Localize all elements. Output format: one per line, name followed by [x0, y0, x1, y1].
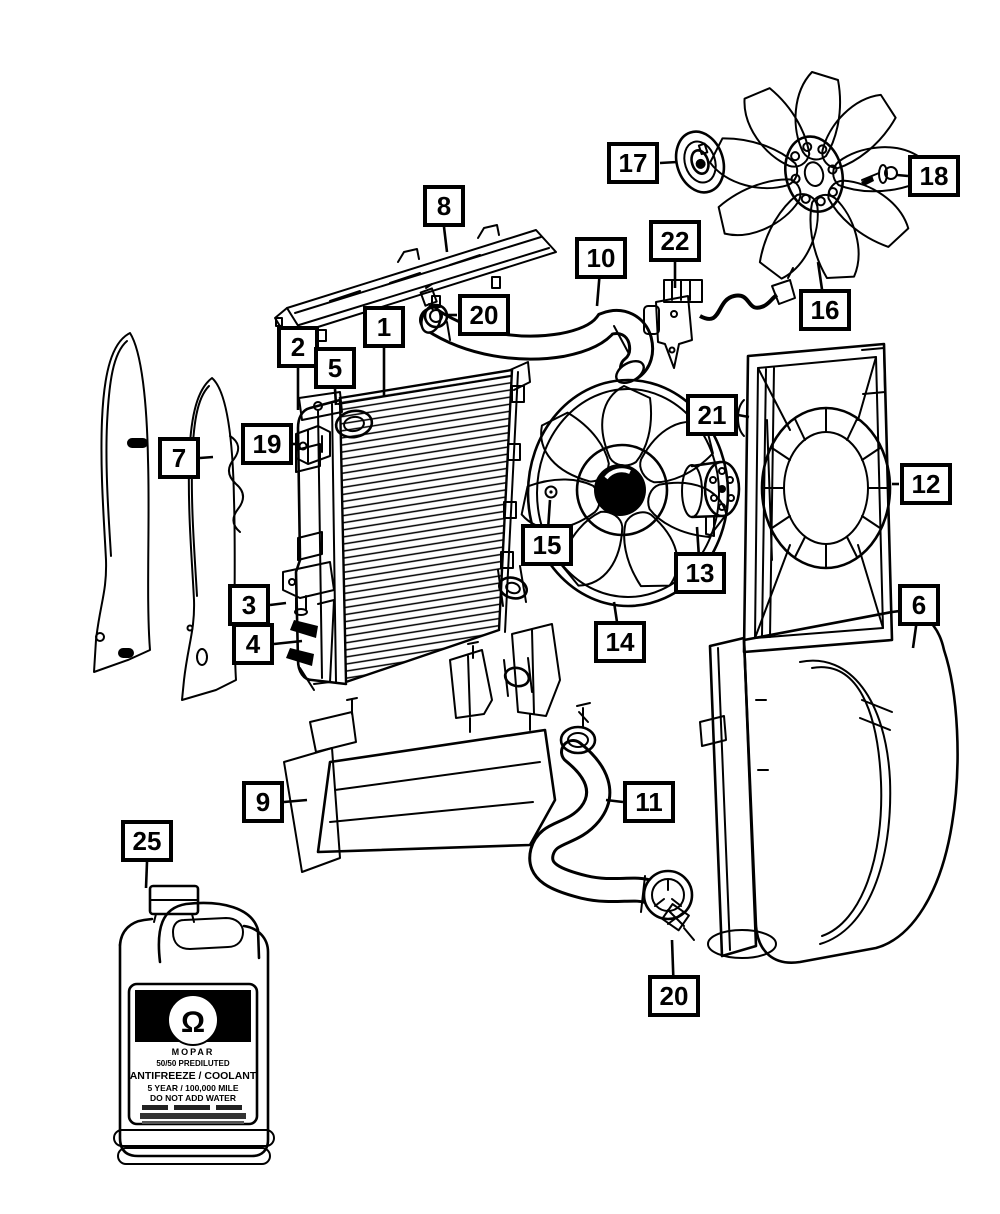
fan-motor — [681, 460, 741, 537]
jug-label: Ω MOPAR 50/50 PREDILUTED ANTIFREEZE / CO… — [127, 982, 259, 1126]
air-seals — [93, 332, 244, 701]
radiator — [294, 361, 533, 697]
callout-1-label: 1 — [376, 312, 392, 342]
callout-22-wiring[interactable]: 22 — [649, 220, 701, 262]
callout-11-lower-hose[interactable]: 11 — [623, 781, 675, 823]
wiring-sensor — [643, 267, 796, 369]
grommet — [544, 485, 558, 499]
callout-13-fan-motor[interactable]: 13 — [674, 552, 726, 594]
callout-21-label: 21 — [697, 400, 727, 430]
jug-line2: ANTIFREEZE / COOLANT — [130, 1070, 257, 1082]
callout-14-electric-fan[interactable]: 14 — [594, 621, 646, 663]
callout-20a-label: 20 — [469, 300, 499, 330]
callout-3-label: 3 — [241, 590, 257, 620]
jug-line1: 50/50 PREDILUTED — [156, 1059, 230, 1068]
callout-11-label: 11 — [635, 787, 663, 817]
callout-21-shroud-tab[interactable]: 21 — [686, 394, 738, 436]
callout-7-air-seal[interactable]: 7 — [158, 437, 200, 479]
callout-7-label: 7 — [171, 443, 187, 473]
radiator-side-bracket — [295, 425, 331, 465]
fan-pulley — [674, 130, 726, 194]
callout-4-label: 4 — [245, 629, 261, 659]
callout-10-upper-hose[interactable]: 10 — [575, 237, 627, 279]
mount-bracket-lower — [286, 599, 335, 691]
callout-1-radiator[interactable]: 1 — [363, 306, 405, 348]
mopar-logo-icon: Ω — [181, 1006, 205, 1039]
callout-25-label: 25 — [132, 826, 162, 856]
air-duct — [283, 623, 561, 873]
radiator-core — [338, 368, 514, 684]
callout-2-label: 2 — [290, 332, 306, 362]
jug-line4: DO NOT ADD WATER — [150, 1093, 236, 1103]
callout-17-fan-pulley[interactable]: 17 — [607, 142, 659, 184]
callout-14-label: 14 — [605, 627, 635, 657]
callout-4-bracket[interactable]: 4 — [232, 623, 274, 665]
callout-15-label: 15 — [532, 530, 562, 560]
jug-brand: MOPAR — [172, 1047, 215, 1057]
coolant-jug: Ω MOPAR 50/50 PREDILUTED ANTIFREEZE / CO… — [113, 884, 275, 1165]
electric-fan — [514, 378, 733, 608]
callout-5-seal[interactable]: 5 — [314, 347, 356, 389]
callout-13-label: 13 — [685, 558, 715, 588]
callout-20-clamp-lower[interactable]: 20 — [648, 975, 700, 1017]
callout-6-shroud[interactable]: 6 — [898, 584, 940, 626]
fan-blade — [706, 71, 925, 288]
callout-6-label: 6 — [911, 590, 927, 620]
mount-bracket-upper — [282, 561, 335, 616]
callout-5-label: 5 — [327, 353, 343, 383]
fan-screw — [861, 164, 898, 186]
callout-18-label: 18 — [919, 161, 949, 191]
upper-hose — [419, 306, 655, 385]
fan-shroud-module — [737, 342, 894, 654]
callout-8-label: 8 — [436, 191, 452, 221]
callout-22-label: 22 — [660, 226, 690, 256]
callout-15-grommet[interactable]: 15 — [521, 524, 573, 566]
callout-19-bracket[interactable]: 19 — [241, 423, 293, 465]
callout-12-shroud-module[interactable]: 12 — [900, 463, 952, 505]
callout-16-label: 16 — [810, 295, 840, 325]
callout-16-fan-blade[interactable]: 16 — [799, 289, 851, 331]
jug-line3: 5 YEAR / 100,000 MILE — [147, 1083, 238, 1093]
callout-2-seal[interactable]: 2 — [277, 326, 319, 368]
callout-20-clamp-upper[interactable]: 20 — [458, 294, 510, 336]
fan-shroud — [699, 609, 959, 964]
callout-3-bracket[interactable]: 3 — [228, 584, 270, 626]
callout-9-label: 9 — [255, 787, 271, 817]
callout-19-label: 19 — [252, 429, 282, 459]
callout-20b-label: 20 — [659, 981, 689, 1011]
callout-25-coolant[interactable]: 25 — [121, 820, 173, 862]
callout-12-label: 12 — [911, 469, 941, 499]
callout-9-air-duct[interactable]: 9 — [242, 781, 284, 823]
hose-clamp-lower — [661, 903, 695, 941]
callout-10-label: 10 — [586, 243, 616, 273]
callout-17-label: 17 — [618, 148, 648, 178]
callout-8-grille-cover[interactable]: 8 — [423, 185, 465, 227]
callout-18-screw[interactable]: 18 — [908, 155, 960, 197]
grille-cover — [274, 224, 557, 342]
lower-hose — [528, 702, 694, 921]
